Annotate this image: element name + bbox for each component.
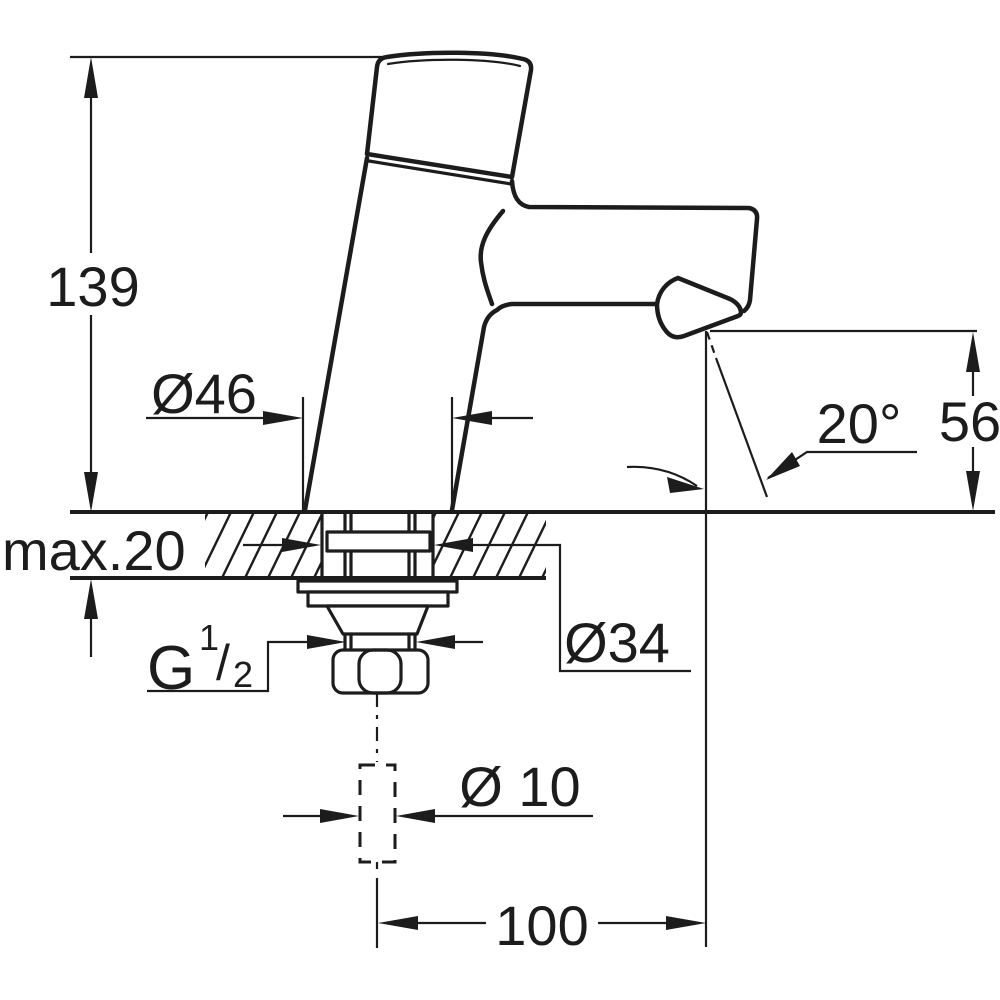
threaded-shank [343,510,417,580]
thread-size-numerator: 1 [199,617,219,658]
aerator [654,275,744,340]
spout-reach-label: 100 [495,894,588,957]
connection-diameter-label: Ø 10 [459,755,580,818]
handle-body-seam [367,159,513,186]
deck-thickness-label: max.20 [2,519,186,582]
arrow-left-icon [396,809,435,823]
arrow-left-icon [452,411,492,425]
neck-curve [478,208,506,307]
outlet-height-label: 56 [939,390,1000,453]
dimension-diam34 [243,538,691,673]
shank-diameter-label: Ø34 [564,611,670,674]
arrow-right-icon [666,916,706,930]
supply-connection [358,693,397,948]
arrow-up-icon [966,332,980,372]
cone-washer [325,604,430,636]
flange-plate-wide [296,579,459,594]
mounting-nut [331,648,430,695]
arrow-left-icon [378,916,418,930]
arc-arrow-icon [667,477,704,493]
body-left-edge [302,155,370,513]
spout-angle-construction [626,331,917,947]
mounting-hardware [296,510,459,695]
supply-pipe-dashed-outline [358,763,397,864]
leader-arrow-icon [766,452,800,480]
leader-line [472,543,691,673]
shank-neck [343,632,417,653]
thread-size-letter: G [147,634,195,703]
thread-size-label: G 1 / 2 [147,617,253,703]
faucet-handle [364,50,534,180]
spout-bottom-edge [449,301,660,513]
dimension-diam46 [146,397,533,510]
base-diameter-label: Ø46 [151,362,257,425]
handle-top-edge [386,58,522,68]
arrow-right-icon [282,538,321,552]
in-hole-washer [325,530,432,553]
spout-top-edge [509,178,760,314]
dimension-139 [70,55,386,512]
angle-line-dashed [705,331,718,359]
thread-size-denominator: 2 [233,654,253,695]
mounting-nut-facet [357,648,403,695]
dimension-max20 [84,579,98,657]
faucet-outline [302,50,760,513]
arrow-down-icon [84,472,98,512]
arrow-right-icon [320,809,359,823]
deck-cross-section [70,510,995,580]
flange-plate-narrow [306,590,450,608]
height-dimension-label: 139 [46,255,139,318]
dimension-100 [378,916,706,930]
arrow-up-icon [84,579,98,619]
spout-angle-label: 20° [817,392,902,455]
arrow-down-icon [966,471,980,511]
dimension-56 [710,329,980,511]
thread-size-slash: / [216,635,230,691]
arrow-left-icon [416,635,455,649]
dimension-thread-g12 [147,635,483,693]
angle-line [714,357,769,498]
arrow-right-icon [263,411,303,425]
arrow-right-icon [307,635,346,649]
arrow-left-icon [434,538,473,552]
leader-line [147,640,308,693]
arrow-up-icon [84,57,98,98]
dimension-diam10 [283,809,593,823]
rotation-arc [626,465,698,487]
